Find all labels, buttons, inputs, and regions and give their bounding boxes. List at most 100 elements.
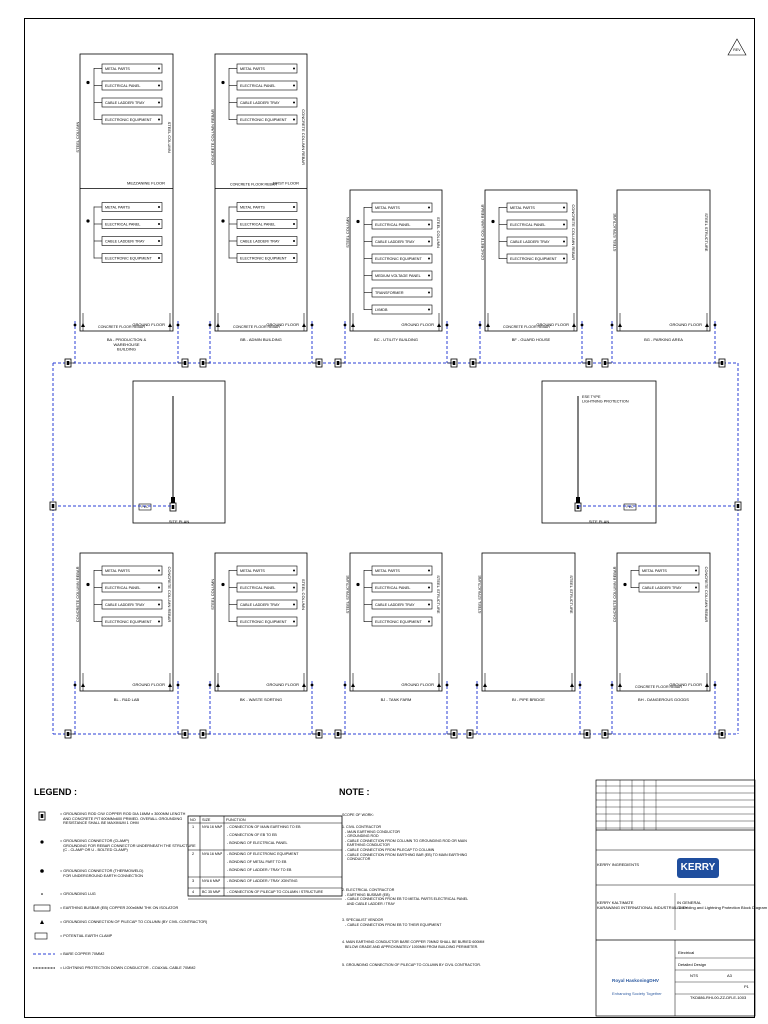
site-plan-caption: SITE PLAN (169, 519, 190, 524)
grounding-connector (158, 206, 160, 208)
column-label: STEEL COLUMN (167, 122, 172, 153)
building-bh (616, 552, 711, 692)
grounding-connector (610, 683, 614, 687)
note-item: 2. ELECTRICAL CONTRACTOR - EARTHING BUSB… (342, 888, 469, 906)
building-bi (481, 552, 576, 692)
grounding-connector (310, 323, 314, 327)
column-label: CONCRETE COLUMN REBAR (704, 567, 709, 623)
grounding-connector (563, 257, 565, 260)
pilecap-connection (81, 323, 85, 327)
project-name: KERRY KALTIMATE KARAWANG INTERNATIONAL I… (597, 900, 688, 910)
equipment-label: TRANSFORMER (375, 291, 404, 295)
column-label: CONCRETE COLUMN REBAR (167, 567, 172, 623)
grounding-connector (356, 582, 360, 587)
floor-label: MEZZANINE FLOOR (127, 181, 165, 186)
grounding-connector (86, 80, 90, 85)
table-header: NO (190, 818, 196, 822)
legend-row: = GROUNDING CONNECTOR (THERMOWELD) FOR U… (60, 869, 144, 878)
column-label: CONCRETE COLUMN REBAR (480, 204, 485, 260)
drawing-frame (24, 18, 755, 1018)
grounding-connector (176, 683, 180, 687)
grounding-connector (428, 223, 430, 226)
lightning-base (576, 497, 580, 503)
drawing-title: IN GENERAL Grounding and Lightning Prote… (677, 900, 768, 910)
floor-label: GROUND FLOOR (669, 682, 702, 687)
potential-earth-clamp (138, 503, 152, 511)
table-no: 4 (192, 890, 194, 894)
grounding-connector (623, 582, 627, 587)
grounding-connector (695, 586, 697, 589)
building-bl (79, 552, 174, 692)
grounding-connector (445, 683, 449, 687)
stage: Detailed Design (678, 962, 707, 967)
grounding-connector (293, 206, 295, 208)
building-caption: WAREHOUSE (113, 342, 139, 347)
equipment-label: METAL PARTS (240, 569, 265, 573)
pilecap-connection (351, 683, 355, 687)
grounding-connector (310, 683, 314, 687)
equipment-label: CABLE LADDER/ TRAY (105, 101, 145, 105)
grounding-connector (158, 84, 160, 87)
building-caption: BB - ADMIN BUILDING (240, 337, 282, 342)
grounding-connector (293, 223, 295, 225)
grounding-connector (293, 240, 295, 242)
column-label: STEEL STRUCTURE (704, 213, 709, 252)
grounding-connector (158, 257, 160, 259)
building-caption: BC - UTILITY BUILDING (374, 337, 418, 342)
title-block (595, 779, 756, 1017)
grounding-connector (428, 308, 430, 311)
equipment-label: METAL PARTS (240, 67, 265, 71)
lightning-label: ESE TYPE (582, 395, 601, 399)
revision-mark: REV (733, 48, 741, 52)
grounding-connector (158, 101, 160, 104)
grounding-connector (73, 323, 77, 327)
column-label: CONCRETE COLUMN REBAR (612, 566, 617, 622)
grounding-connector (578, 683, 582, 687)
equipment-label: METAL PARTS (375, 206, 400, 210)
equipment-label: METAL PARTS (510, 206, 535, 210)
grounding-connector (158, 586, 160, 589)
grounding-connector (158, 569, 160, 572)
revision: P1 (744, 984, 749, 989)
equipment-label: CABLE LADDER/ TRAY (510, 240, 550, 244)
table-size: NYA 6 MM² (202, 879, 221, 883)
table-function: - CONNECTION OF PILECAP TO COLUMN / STRU… (227, 890, 324, 894)
site-plan-box (132, 380, 226, 524)
pilecap-connection (618, 683, 622, 687)
equipment-label: MEDIUM VOLTAGE PANEL (375, 274, 421, 278)
grounding-connector (428, 603, 430, 606)
grounding-connector (293, 257, 295, 259)
table-function: - CONNECTION OF MAIN EARTHING TO EB (227, 825, 301, 829)
equipment-label: ELECTRICAL PANEL (510, 223, 545, 227)
grounding-connector (158, 67, 160, 70)
grounding-connector (343, 683, 347, 687)
equipment-label: ELECTRICAL PANEL (240, 586, 275, 590)
building-caption: BK - WASTE SORTING (240, 697, 282, 702)
legend-row: = BARE COPPER 70MM2 (60, 952, 105, 956)
table-no: 2 (192, 852, 194, 856)
equipment-label: ELECTRONIC EQUIPMENT (105, 118, 152, 122)
building-caption: BA - PRODUCTION & (107, 337, 147, 342)
note-item: 3. SPECIALIST VENDOR - CABLE CONNECTION … (342, 918, 442, 927)
building-bg (616, 189, 711, 332)
building-bk (214, 552, 308, 692)
column-label: STEEL COLUMN (75, 122, 80, 153)
equipment-label: ELECTRONIC EQUIPMENT (240, 118, 287, 122)
legend-row: = GROUNDING LUG (60, 892, 96, 896)
grounding-connector (563, 206, 565, 209)
equipment-label: METAL PARTS (105, 67, 130, 71)
discipline: Electrical (678, 950, 695, 955)
drawing-number: TKD886-RHI-00-ZZ-DR-E-1003 (690, 995, 747, 1000)
pilecap-connection (351, 323, 355, 327)
building-bb (214, 53, 308, 332)
equipment-label: ELECTRICAL PANEL (105, 223, 140, 227)
company-logo: Royal HaskoningDHV (612, 978, 659, 983)
grounding-connector (158, 223, 160, 225)
grounding-connector (428, 620, 430, 623)
table-function: - BONDING OF METAL PART TO EB (227, 860, 287, 864)
pilecap-connection (216, 323, 220, 327)
grounding-lug-symbol (41, 893, 43, 895)
grounding-connector (86, 582, 90, 587)
building-caption: BF - GUARD HOUSE (512, 337, 551, 342)
